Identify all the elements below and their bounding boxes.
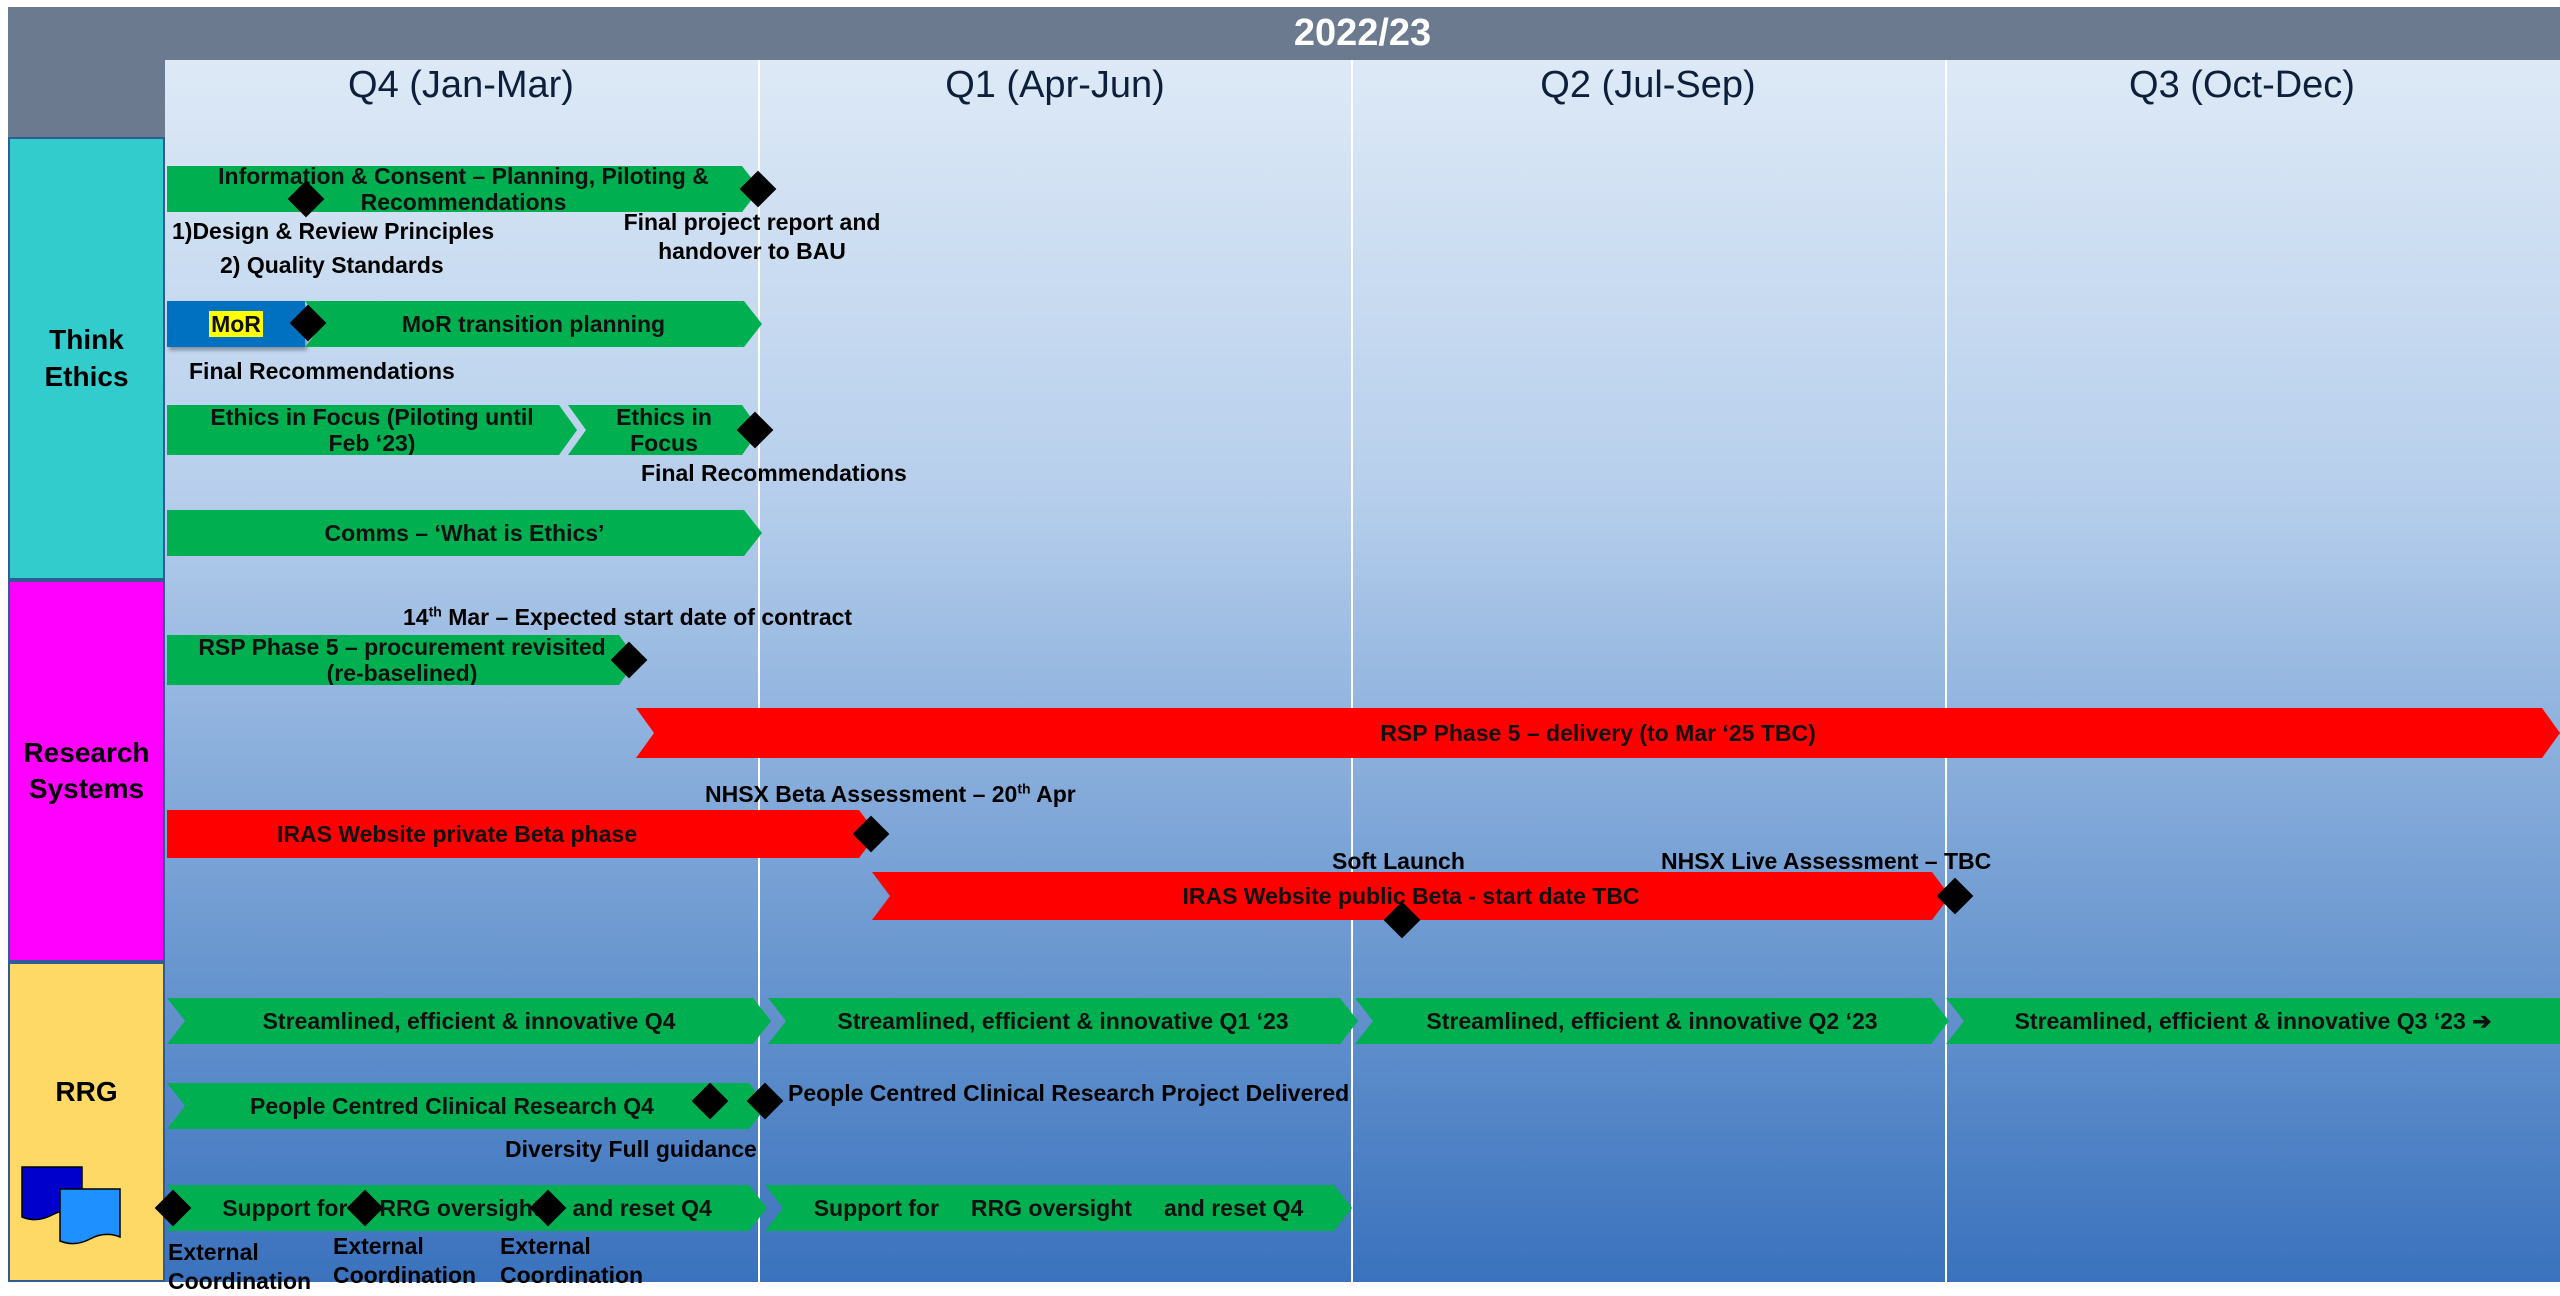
mor-transition-label: MoR transition planning xyxy=(401,310,666,337)
lane-label: Ethics xyxy=(44,360,129,392)
contract-date-label: 14th Mar – Expected start date of contra… xyxy=(403,603,852,632)
quarter-header-q1: Q1 (Apr-Jun) xyxy=(945,64,1165,106)
ext-coord-label: External Coordination xyxy=(500,1233,644,1288)
rsp-procurement-label: RSP Phase 5 – procurement revisited (re-… xyxy=(198,633,606,686)
contract-day: 14 xyxy=(403,604,429,630)
quarter-divider xyxy=(1351,60,1353,1282)
nhsx-beta-pre: NHSX Beta Assessment – 20 xyxy=(705,781,1018,807)
design-review-label: 1)Design & Review Principles xyxy=(172,218,495,244)
nhsx-beta-post: Apr xyxy=(1030,781,1076,807)
final-report-label: Final project report and handover to BAU xyxy=(623,209,881,264)
quarter-divider xyxy=(1945,60,1947,1282)
comms-bar: Comms – ‘What is Ethics’ xyxy=(167,510,762,556)
nhsx-beta-sup: th xyxy=(1017,780,1031,797)
eif-pilot-bar: Ethics in Focus (Piloting until Feb ‘23) xyxy=(167,405,577,455)
rsp-delivery-bar: RSP Phase 5 – delivery (to Mar ‘25 TBC) xyxy=(636,708,2560,758)
support-q4-bar: Support for RRG oversight and reset Q4 xyxy=(167,1185,767,1231)
sei-q3-bar: Streamlined, efficient & innovative Q3 ‘… xyxy=(1946,998,2560,1044)
sei-q4-bar: Streamlined, efficient & innovative Q4 xyxy=(167,998,771,1044)
lane-label: Think xyxy=(49,324,124,356)
iras-private-bar: IRAS Website private Beta phase xyxy=(167,810,877,858)
lane-label: Systems xyxy=(28,773,145,804)
lane-label: Research xyxy=(23,736,150,768)
pccr-bar: People Centred Clinical Research Q4 xyxy=(167,1083,767,1129)
eif-bar: Ethics in Focus xyxy=(568,405,760,455)
support-q1-c: and reset Q4 xyxy=(1163,1194,1304,1221)
iras-private-label: IRAS Website private Beta phase xyxy=(276,820,638,847)
quarter-header-q2: Q2 (Jul-Sep) xyxy=(1540,64,1756,106)
quarter-header-q4: Q4 (Jan-Mar) xyxy=(348,64,574,106)
mor-final-label: Final Recommendations xyxy=(189,358,455,384)
quality-standards-label: 2) Quality Standards xyxy=(220,252,444,278)
quarter-header-q3: Q3 (Oct-Dec) xyxy=(2129,64,2355,106)
sei-q1-label: Streamlined, efficient & innovative Q1 ‘… xyxy=(837,1007,1289,1034)
eif-final-label: Final Recommendations xyxy=(641,460,907,486)
ext-coord-label: External Coordination xyxy=(168,1239,312,1294)
nhsx-live-label: NHSX Live Assessment – TBC xyxy=(1661,848,1992,874)
sei-q1-bar: Streamlined, efficient & innovative Q1 ‘… xyxy=(768,998,1358,1044)
year-header: 2022/23 xyxy=(165,7,2560,60)
soft-launch-label: Soft Launch xyxy=(1332,848,1465,874)
corner-block xyxy=(8,7,165,137)
ext-coord-label: External Coordination xyxy=(333,1233,477,1288)
mor-transition-bar: MoR transition planning xyxy=(305,301,762,347)
pccr-label: People Centred Clinical Research Q4 xyxy=(250,1092,654,1119)
support-q4-c: and reset Q4 xyxy=(572,1194,712,1221)
sei-q4-label: Streamlined, efficient & innovative Q4 xyxy=(262,1007,676,1034)
contract-rest: Mar – Expected start date of contract xyxy=(441,604,853,630)
sei-q3-label: Streamlined, efficient & innovative Q3 ‘… xyxy=(2014,1007,2492,1034)
contract-sup: th xyxy=(428,603,442,620)
diversity-label: Diversity Full guidance xyxy=(505,1136,757,1162)
support-q1-b: RRG oversight xyxy=(970,1194,1132,1221)
support-q1-bar: Support for RRG oversight and reset Q4 xyxy=(765,1185,1352,1231)
nhsx-beta-label: NHSX Beta Assessment – 20th Apr xyxy=(705,780,1076,809)
document-icon xyxy=(21,1166,121,1245)
pccr-delivered-label: People Centred Clinical Research Project… xyxy=(788,1080,1350,1106)
info-consent-label: Information & Consent – Planning, Piloti… xyxy=(218,162,709,215)
iras-public-bar: IRAS Website public Beta - start date TB… xyxy=(872,872,1950,920)
sei-q2-bar: Streamlined, efficient & innovative Q2 ‘… xyxy=(1355,998,1949,1044)
comms-label: Comms – ‘What is Ethics’ xyxy=(324,519,605,546)
quarter-divider xyxy=(758,60,760,1282)
iras-public-label: IRAS Website public Beta - start date TB… xyxy=(1182,882,1640,909)
eif-pilot-label: Ethics in Focus (Piloting until Feb ‘23) xyxy=(210,403,534,456)
support-q4-a: Support for xyxy=(222,1194,348,1221)
eif-label: Ethics in Focus xyxy=(616,403,712,456)
mor-label: MoR xyxy=(209,310,263,338)
rsp-procurement-bar: RSP Phase 5 – procurement revisited (re-… xyxy=(167,635,637,685)
sei-q2-label: Streamlined, efficient & innovative Q2 ‘… xyxy=(1426,1007,1878,1034)
support-q4-b: RRG oversight xyxy=(379,1194,541,1221)
info-consent-bar: Information & Consent – Planning, Piloti… xyxy=(167,166,760,212)
mor-bar: MoR xyxy=(167,301,305,347)
rsp-delivery-label: RSP Phase 5 – delivery (to Mar ‘25 TBC) xyxy=(1380,719,1816,746)
lane-label: RRG xyxy=(55,1075,118,1107)
support-q1-a: Support for xyxy=(813,1194,939,1221)
